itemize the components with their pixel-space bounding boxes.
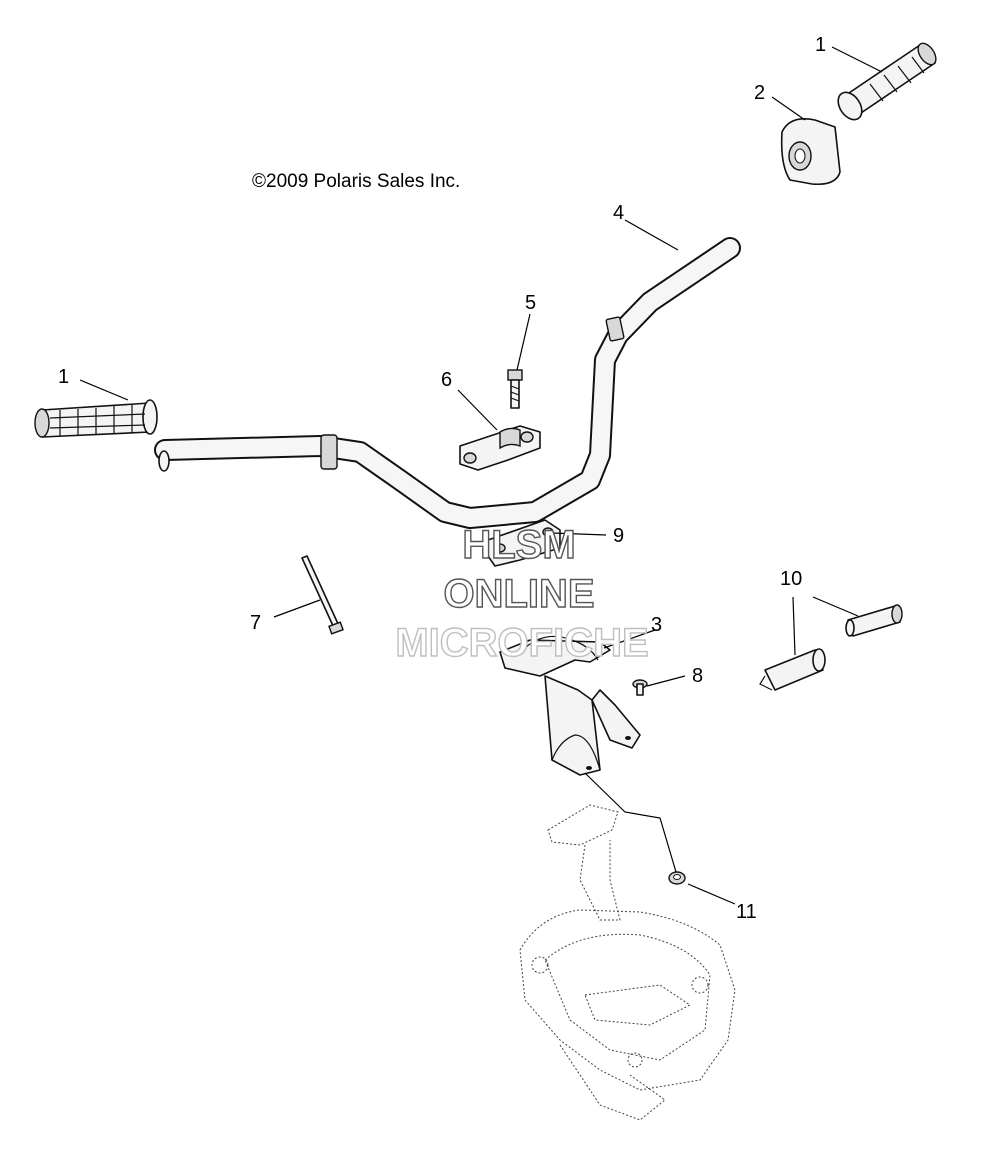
callout-1-right: 1 xyxy=(815,34,826,56)
chassis-outline xyxy=(519,804,736,1121)
watermark-line2: ONLINE xyxy=(443,572,594,616)
grip-left xyxy=(34,399,158,438)
pad xyxy=(780,118,841,186)
watermark-line3: MICROFICHE xyxy=(395,621,648,665)
callout-10: 10 xyxy=(780,568,802,590)
leader-lines xyxy=(79,46,883,905)
watermark: HLSM ONLINE MICROFICHE xyxy=(395,522,650,665)
tie-strap xyxy=(301,555,344,635)
end-plugs xyxy=(759,604,903,691)
callout-2: 2 xyxy=(754,82,765,104)
watermark-line1: HLSM xyxy=(462,523,575,567)
handlebar xyxy=(154,237,741,529)
bolt xyxy=(507,369,523,409)
clamp-lower xyxy=(487,519,561,567)
clamp-upper xyxy=(459,425,541,471)
callout-1-left: 1 xyxy=(58,366,69,388)
copyright-text: ©2009 Polaris Sales Inc. xyxy=(252,171,460,192)
callout-7: 7 xyxy=(250,612,261,634)
callout-8: 8 xyxy=(692,665,703,687)
callout-6: 6 xyxy=(441,369,452,391)
mount-bracket xyxy=(499,635,641,776)
callout-9: 9 xyxy=(613,525,624,547)
callout-5: 5 xyxy=(525,292,536,314)
nut xyxy=(668,871,686,885)
callouts: 1 1 2 3 4 5 6 7 8 9 10 11 xyxy=(58,34,826,923)
screw xyxy=(632,679,648,696)
grip-right xyxy=(837,42,937,121)
handlebar-collar xyxy=(320,434,338,470)
callout-3: 3 xyxy=(651,614,662,636)
callout-11: 11 xyxy=(736,901,757,923)
callout-4: 4 xyxy=(613,202,624,224)
